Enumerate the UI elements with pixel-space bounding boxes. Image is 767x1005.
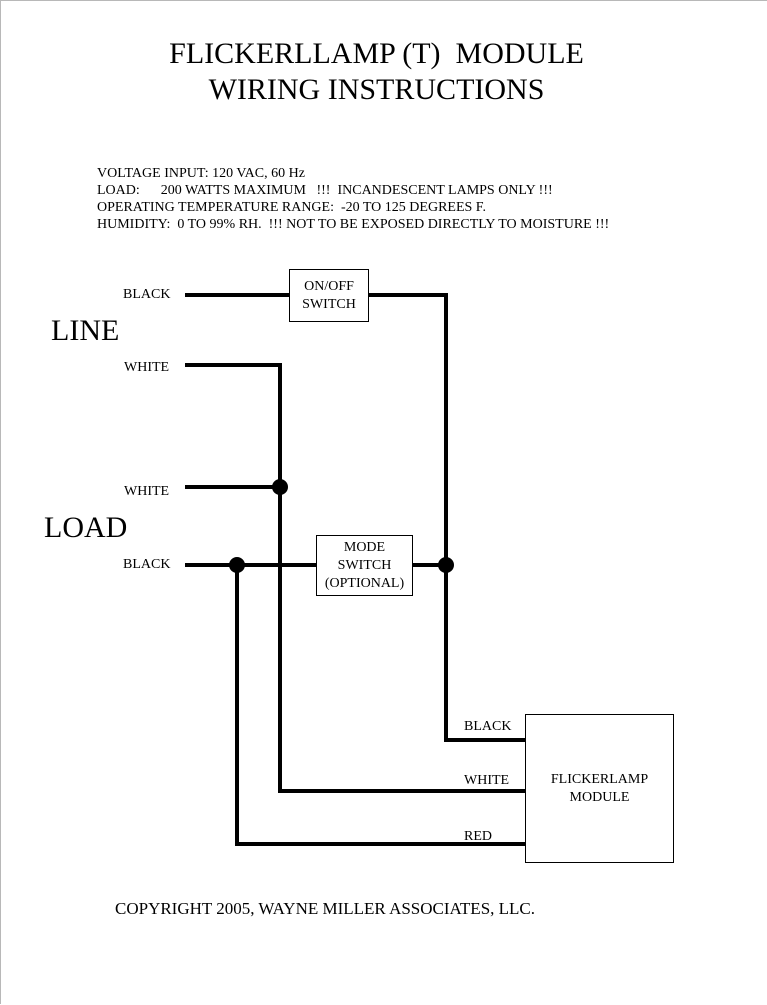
junction-dot-load-black xyxy=(229,557,245,573)
line-label: LINE xyxy=(51,314,120,347)
module-black-wire-label: BLACK xyxy=(464,719,512,734)
module-red-wire-label: RED xyxy=(464,829,492,844)
spec-load: LOAD: 200 WATTS MAXIMUM !!! INCANDESCENT… xyxy=(97,183,553,198)
load-black-wire-label: BLACK xyxy=(123,557,171,572)
module-white-wire-label: WHITE xyxy=(464,773,510,788)
mode-switch-label-3: (OPTIONAL) xyxy=(324,575,405,591)
junction-dot-mode-black xyxy=(438,557,454,573)
line-white-wire-label: WHITE xyxy=(124,360,170,375)
onoff-switch-label-2: SWITCH xyxy=(302,296,356,312)
wire-line-white-trunk xyxy=(185,363,525,793)
line-black-wire-label: BLACK xyxy=(123,287,171,302)
onoff-switch-label-1: ON/OFF xyxy=(304,278,354,294)
spec-humidity: HUMIDITY: 0 TO 99% RH. !!! NOT TO BE EXP… xyxy=(97,217,610,232)
mode-switch-label-2: SWITCH xyxy=(337,557,392,573)
spec-temperature: OPERATING TEMPERATURE RANGE: -20 TO 125 … xyxy=(97,200,486,215)
module-label-1: FLICKERLAMP xyxy=(550,771,649,787)
flickerlamp-module-box: FLICKERLAMP MODULE xyxy=(525,714,674,863)
wire-module-red xyxy=(235,565,525,846)
spec-voltage: VOLTAGE INPUT: 120 VAC, 60 Hz xyxy=(97,166,305,181)
load-white-wire-label: WHITE xyxy=(124,484,170,499)
wire-line-black-switched xyxy=(369,293,525,742)
mode-switch-label-1: MODE xyxy=(343,539,386,555)
title-line-2: WIRING INSTRUCTIONS xyxy=(208,73,545,106)
mode-switch-box: MODE SWITCH (OPTIONAL) xyxy=(316,535,413,596)
copyright-notice: COPYRIGHT 2005, WAYNE MILLER ASSOCIATES,… xyxy=(115,899,536,918)
junction-dot-white xyxy=(272,479,288,495)
module-label-2: MODULE xyxy=(569,789,630,805)
onoff-switch-box: ON/OFF SWITCH xyxy=(289,269,369,322)
load-label: LOAD xyxy=(44,511,128,544)
title-line-1: FLICKERLLAMP (T) MODULE xyxy=(169,37,584,70)
